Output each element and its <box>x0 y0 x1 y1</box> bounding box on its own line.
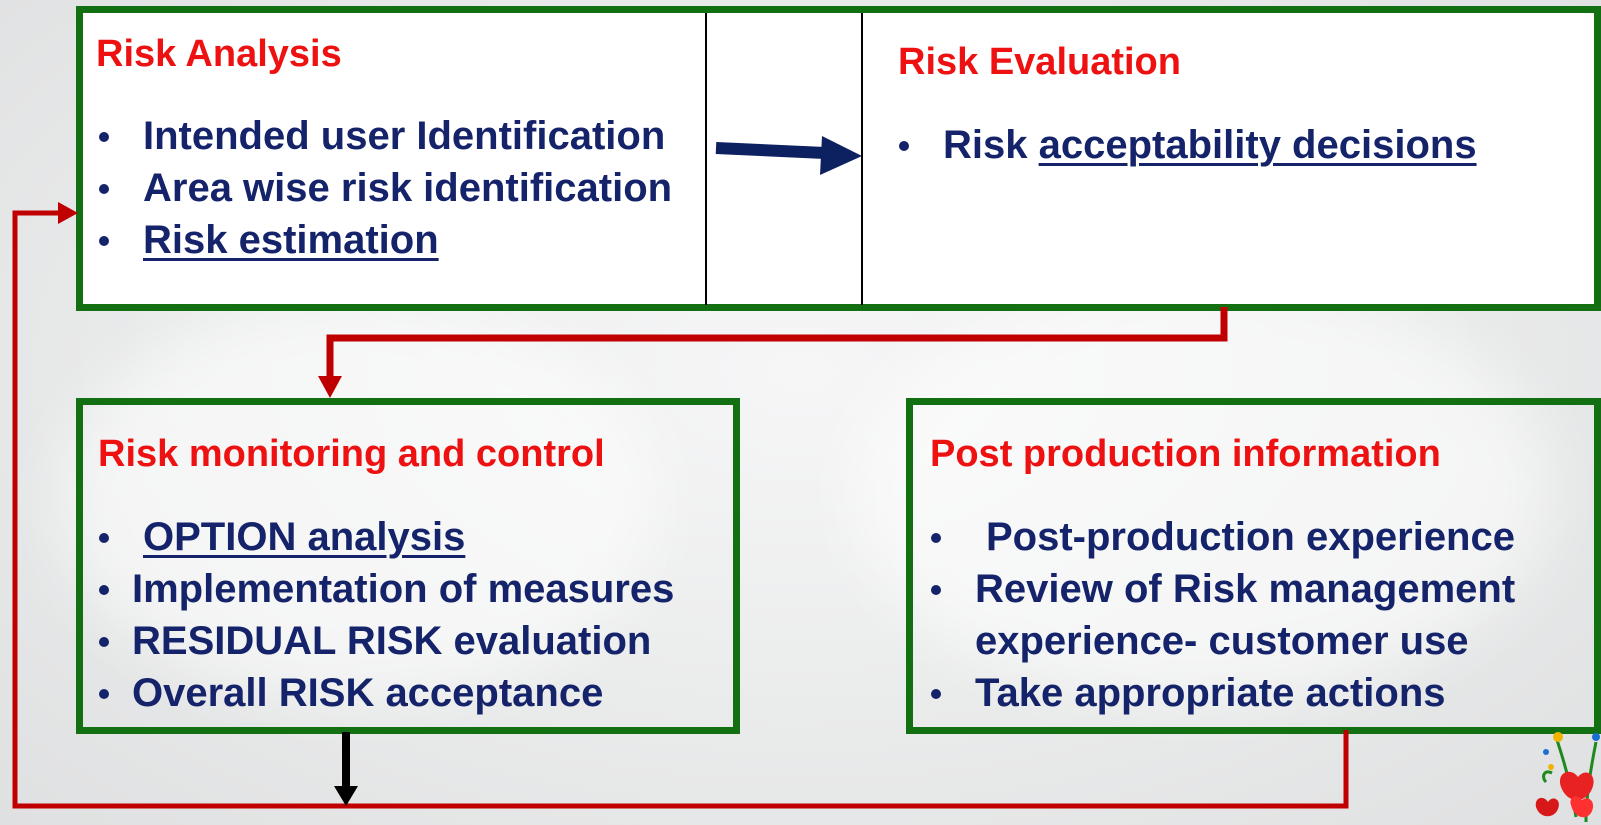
list-item: Risk acceptability decisions <box>886 119 1477 171</box>
risk-evaluation-title: Risk Evaluation <box>898 41 1181 83</box>
list-item: Post-production experience <box>918 511 1515 563</box>
flow-arrow-icon <box>318 307 1228 398</box>
flower-decoration-icon <box>1535 732 1600 823</box>
top-diagram-box <box>76 6 1601 311</box>
list-item: Overall RISK acceptance <box>86 667 674 719</box>
column-divider <box>705 13 707 305</box>
list-item: Implementation of measures <box>86 563 674 615</box>
risk-monitoring-list: OPTION analysis Implementation of measur… <box>86 511 674 719</box>
post-production-title: Post production information <box>930 433 1441 475</box>
flow-arrow-icon <box>715 136 862 175</box>
risk-monitoring-title: Risk monitoring and control <box>98 433 605 475</box>
list-item: OPTION analysis <box>86 511 674 563</box>
risk-analysis-list: Intended user Identification Area wise r… <box>86 110 672 266</box>
risk-analysis-title: Risk Analysis <box>96 33 342 75</box>
list-item-continuation: experience- customer use <box>975 619 1469 663</box>
background-highlight <box>60 300 660 700</box>
risk-monitoring-box <box>76 398 740 734</box>
list-item: Intended user Identification <box>86 110 672 162</box>
risk-evaluation-list: Risk acceptability decisions <box>886 119 1477 171</box>
list-item: RESIDUAL RISK evaluation <box>86 615 674 667</box>
flow-arrow-icon <box>12 202 1349 809</box>
background-highlight <box>850 280 1550 700</box>
list-item: Area wise risk identification <box>86 162 672 214</box>
post-production-box <box>906 398 1601 734</box>
post-production-list: Post-production experience Review of Ris… <box>918 511 1515 719</box>
list-item: Review of Risk management <box>918 563 1515 615</box>
list-item: Take appropriate actions <box>918 667 1515 719</box>
flow-arrow-icon <box>334 732 358 806</box>
list-item: Risk estimation <box>86 214 672 266</box>
column-divider <box>861 13 863 305</box>
